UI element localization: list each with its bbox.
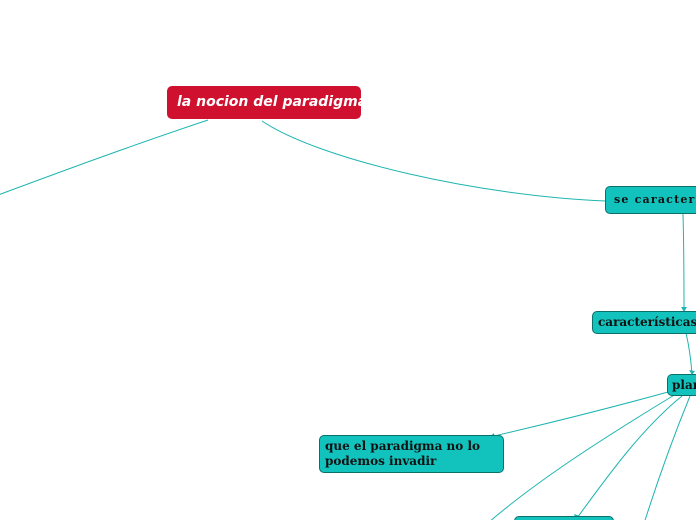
root-node[interactable]: la nocion del paradigma	[167, 86, 361, 119]
node-plan[interactable]: plan	[667, 374, 696, 396]
connector-plan-to-bottom-left	[490, 393, 677, 520]
node-no-invadir[interactable]: que el paradigma no lo podemos invadir	[319, 435, 504, 473]
node-se-caracteriza-label: se caracteriza	[614, 193, 696, 206]
arrowhead-plan	[689, 370, 695, 375]
node-caracteristicas[interactable]: características d	[592, 311, 696, 334]
node-caracteristicas-label: características d	[598, 315, 696, 329]
node-se-caracteriza[interactable]: se caracteriza	[605, 186, 696, 214]
node-bottom[interactable]	[514, 516, 614, 520]
connector-se-caracteriza-to-caracteristicas	[682, 213, 685, 312]
node-plan-label: plan	[672, 378, 696, 392]
connector-caracteristicas-to-plan	[685, 332, 693, 375]
root-node-label: la nocion del paradigma	[177, 94, 361, 110]
connector-plan-to-bottom-node	[576, 395, 683, 519]
connector-root-to-left-branch	[0, 119, 209, 195]
node-no-invadir-label: que el paradigma no lo podemos invadir	[325, 439, 481, 468]
connector-plan-to-bottom-right	[644, 395, 691, 520]
connector-root-to-se-caracteriza	[261, 120, 607, 202]
arrowhead-caracteristicas	[681, 307, 687, 312]
connector-plan-to-no-invadir	[489, 391, 669, 438]
